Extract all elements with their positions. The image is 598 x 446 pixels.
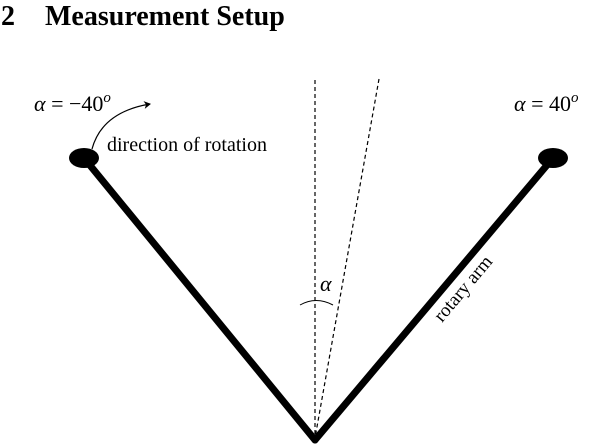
section-title: Measurement Setup [45, 1, 285, 32]
center-alpha-label: α [320, 271, 332, 296]
rotary-arm-right [311, 154, 557, 444]
left-angle-label: α = −40o [34, 90, 111, 116]
alpha-angle-arc [299, 300, 334, 306]
rotation-direction-label: direction of rotation [107, 134, 267, 156]
section-heading: 2 Measurement Setup [1, 0, 285, 34]
section-number: 2 [1, 1, 15, 32]
rotated-reference-line [314, 78, 380, 439]
arm-end-left [69, 148, 99, 168]
right-angle-label: α = 40o [514, 90, 579, 116]
rotary-arm-left [80, 154, 319, 444]
rotation-arrow [91, 101, 151, 150]
arm-end-right [538, 148, 568, 168]
